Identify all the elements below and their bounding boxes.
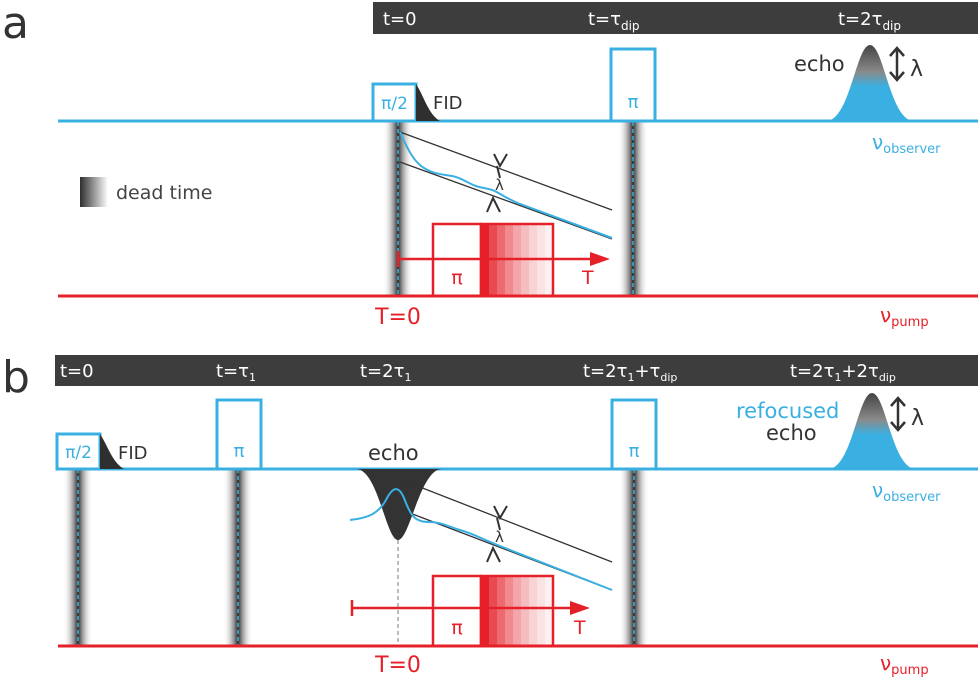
pi-label-a: π	[628, 92, 639, 113]
dead-time-legend-swatch	[80, 177, 108, 207]
fid-shape-b	[100, 434, 124, 469]
pi-pulse-a	[609, 47, 657, 123]
T0-label-b: T=0	[374, 653, 421, 678]
pi-pulse-b1	[215, 398, 263, 471]
T-arrow-a	[396, 251, 610, 267]
panel-b-header-t21: t=2τ1	[360, 361, 411, 384]
T0-label-a: T=0	[374, 305, 421, 330]
pi-half-label-a: π/2	[381, 94, 408, 114]
panel-b-header-t212dip: t=2τ1+2τdip	[790, 361, 896, 384]
panel-b-label: b	[2, 352, 30, 403]
pi-label-b2: π	[629, 441, 640, 462]
lambda-arrow-a	[889, 46, 905, 82]
refocused-label-b: refocused	[736, 399, 839, 423]
panel-a-header-t2dip: t=2τdip	[838, 9, 901, 33]
observer-label-b: νobserver	[872, 478, 941, 505]
refocused-echo-label-b: echo	[766, 421, 817, 445]
panel-b-header-t21dip: t=2τ1+τdip	[583, 361, 677, 384]
pump-label-a: νpump	[880, 303, 929, 330]
lambda-label-a: λ	[910, 57, 923, 82]
panel-b: b t=0 t=τ1 t=2τ1 t=2τ1+τdip t=2τ1+2τdip …	[2, 352, 978, 678]
echo-label-b: echo	[368, 441, 419, 465]
inverted-echo-shape-b	[356, 469, 442, 540]
decay-traces-b	[349, 479, 613, 591]
lambda-inline-a: λ	[495, 176, 504, 194]
panel-a-label: a	[2, 0, 29, 49]
lambda-label-b: λ	[911, 406, 924, 431]
echo-shape-a	[826, 45, 914, 121]
pump-label-b: νpump	[880, 651, 929, 678]
lambda-arrow-b	[890, 396, 906, 432]
panel-a: a t=0 t=τdip t=2τdip π/2 FID π echo λ νo…	[2, 0, 978, 330]
refocused-echo-shape-b	[828, 393, 916, 469]
pi-label-b1: π	[234, 441, 245, 462]
panel-a-header-tdip: t=τdip	[588, 9, 640, 33]
echo-label-a: echo	[794, 52, 845, 76]
pi-pulse-b2	[610, 398, 658, 471]
decay-traces-a	[399, 131, 613, 240]
fid-label-b: FID	[118, 443, 148, 464]
T-label-a: T	[581, 267, 594, 289]
fid-shape-a	[416, 84, 440, 121]
pump-pi-label-b: π	[451, 617, 462, 639]
dead-time-legend-label: dead time	[116, 182, 212, 204]
pump-pulse-group-b	[431, 574, 555, 648]
panel-a-header-bar	[373, 2, 978, 34]
pump-pi-label-a: π	[451, 267, 462, 289]
panel-b-header-bar	[55, 355, 978, 386]
T-arrow-b	[350, 600, 590, 616]
panel-b-header-t0: t=0	[60, 361, 94, 382]
fid-label-a: FID	[433, 93, 463, 114]
pi-half-pulse-b	[55, 432, 102, 471]
lambda-inline-b: λ	[495, 528, 504, 546]
pi-half-label-b: π/2	[65, 443, 92, 463]
observer-label-a: νobserver	[872, 130, 941, 157]
panel-b-header-t1: t=τ1	[216, 361, 256, 384]
T-label-b: T	[573, 617, 586, 639]
panel-a-header-t0: t=0	[383, 9, 417, 30]
